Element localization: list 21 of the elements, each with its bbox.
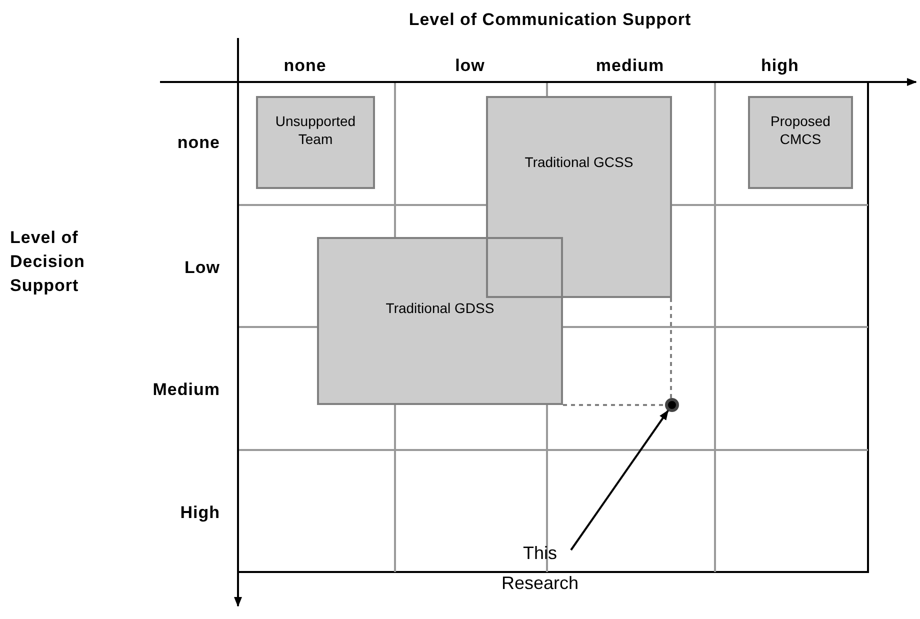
box-label: Unsupported Team <box>274 112 357 149</box>
category-box <box>317 237 563 405</box>
annotation-text: This Research <box>500 542 580 595</box>
column-header: high <box>760 56 800 76</box>
axis-title: Level of Communication Support <box>408 10 692 30</box>
column-header: none <box>282 56 328 76</box>
axis-title: Level of Decision Support <box>10 227 86 297</box>
dashed-connector <box>670 298 672 398</box>
row-header: none <box>176 133 220 153</box>
point-marker <box>665 398 679 412</box>
box-label: Proposed CMCS <box>770 112 832 149</box>
row-header: Low <box>184 258 220 278</box>
dashed-connector <box>563 404 665 406</box>
category-box <box>256 96 375 189</box>
column-header: medium <box>594 56 666 76</box>
column-header: low <box>454 56 486 76</box>
category-box <box>748 96 853 189</box>
row-header: Medium <box>152 380 220 400</box>
row-header: High <box>179 503 220 523</box>
box-label: Traditional GDSS <box>386 299 494 318</box>
box-label: Traditional GCSS <box>524 153 634 172</box>
